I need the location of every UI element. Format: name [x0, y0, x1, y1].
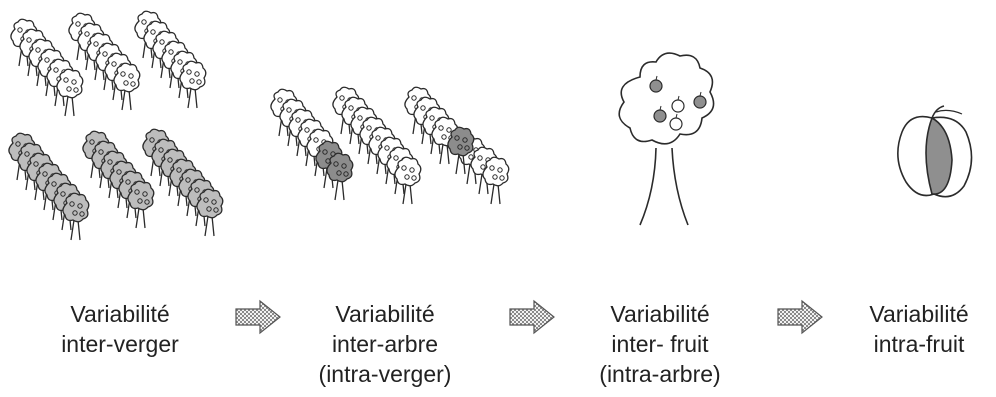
arrow-right-icon	[509, 300, 555, 334]
caption-line: (intra-verger)	[318, 361, 452, 387]
caption-line: Variabilité	[70, 301, 170, 327]
caption-line: intra-fruit	[873, 331, 965, 357]
caption-line: inter-arbre	[331, 331, 439, 357]
caption-line: inter-verger	[61, 331, 179, 357]
caption-inter-arbre: Variabilité inter-arbre (intra-verger)	[290, 299, 480, 389]
caption-intra-fruit: Variabilité intra-fruit	[844, 299, 994, 359]
apple-section-icon	[897, 105, 973, 198]
orchard-block-white	[10, 10, 207, 117]
caption-line: inter- fruit	[611, 331, 709, 357]
arrow-right-icon	[235, 300, 281, 334]
orchard-icon	[8, 10, 224, 241]
caption-line: Variabilité	[335, 301, 435, 327]
caption-inter-verger: Variabilité inter-verger	[20, 299, 220, 359]
caption-line: Variabilité	[869, 301, 969, 327]
caption-inter-fruit: Variabilité inter- fruit (intra-arbre)	[565, 299, 755, 389]
caption-line: (intra-arbre)	[599, 361, 721, 387]
arrow-right-icon	[777, 300, 823, 334]
apple-tree-icon	[618, 52, 715, 226]
tree-row-icon	[270, 86, 510, 205]
caption-line: Variabilité	[610, 301, 710, 327]
orchard-block-grey	[8, 128, 224, 241]
